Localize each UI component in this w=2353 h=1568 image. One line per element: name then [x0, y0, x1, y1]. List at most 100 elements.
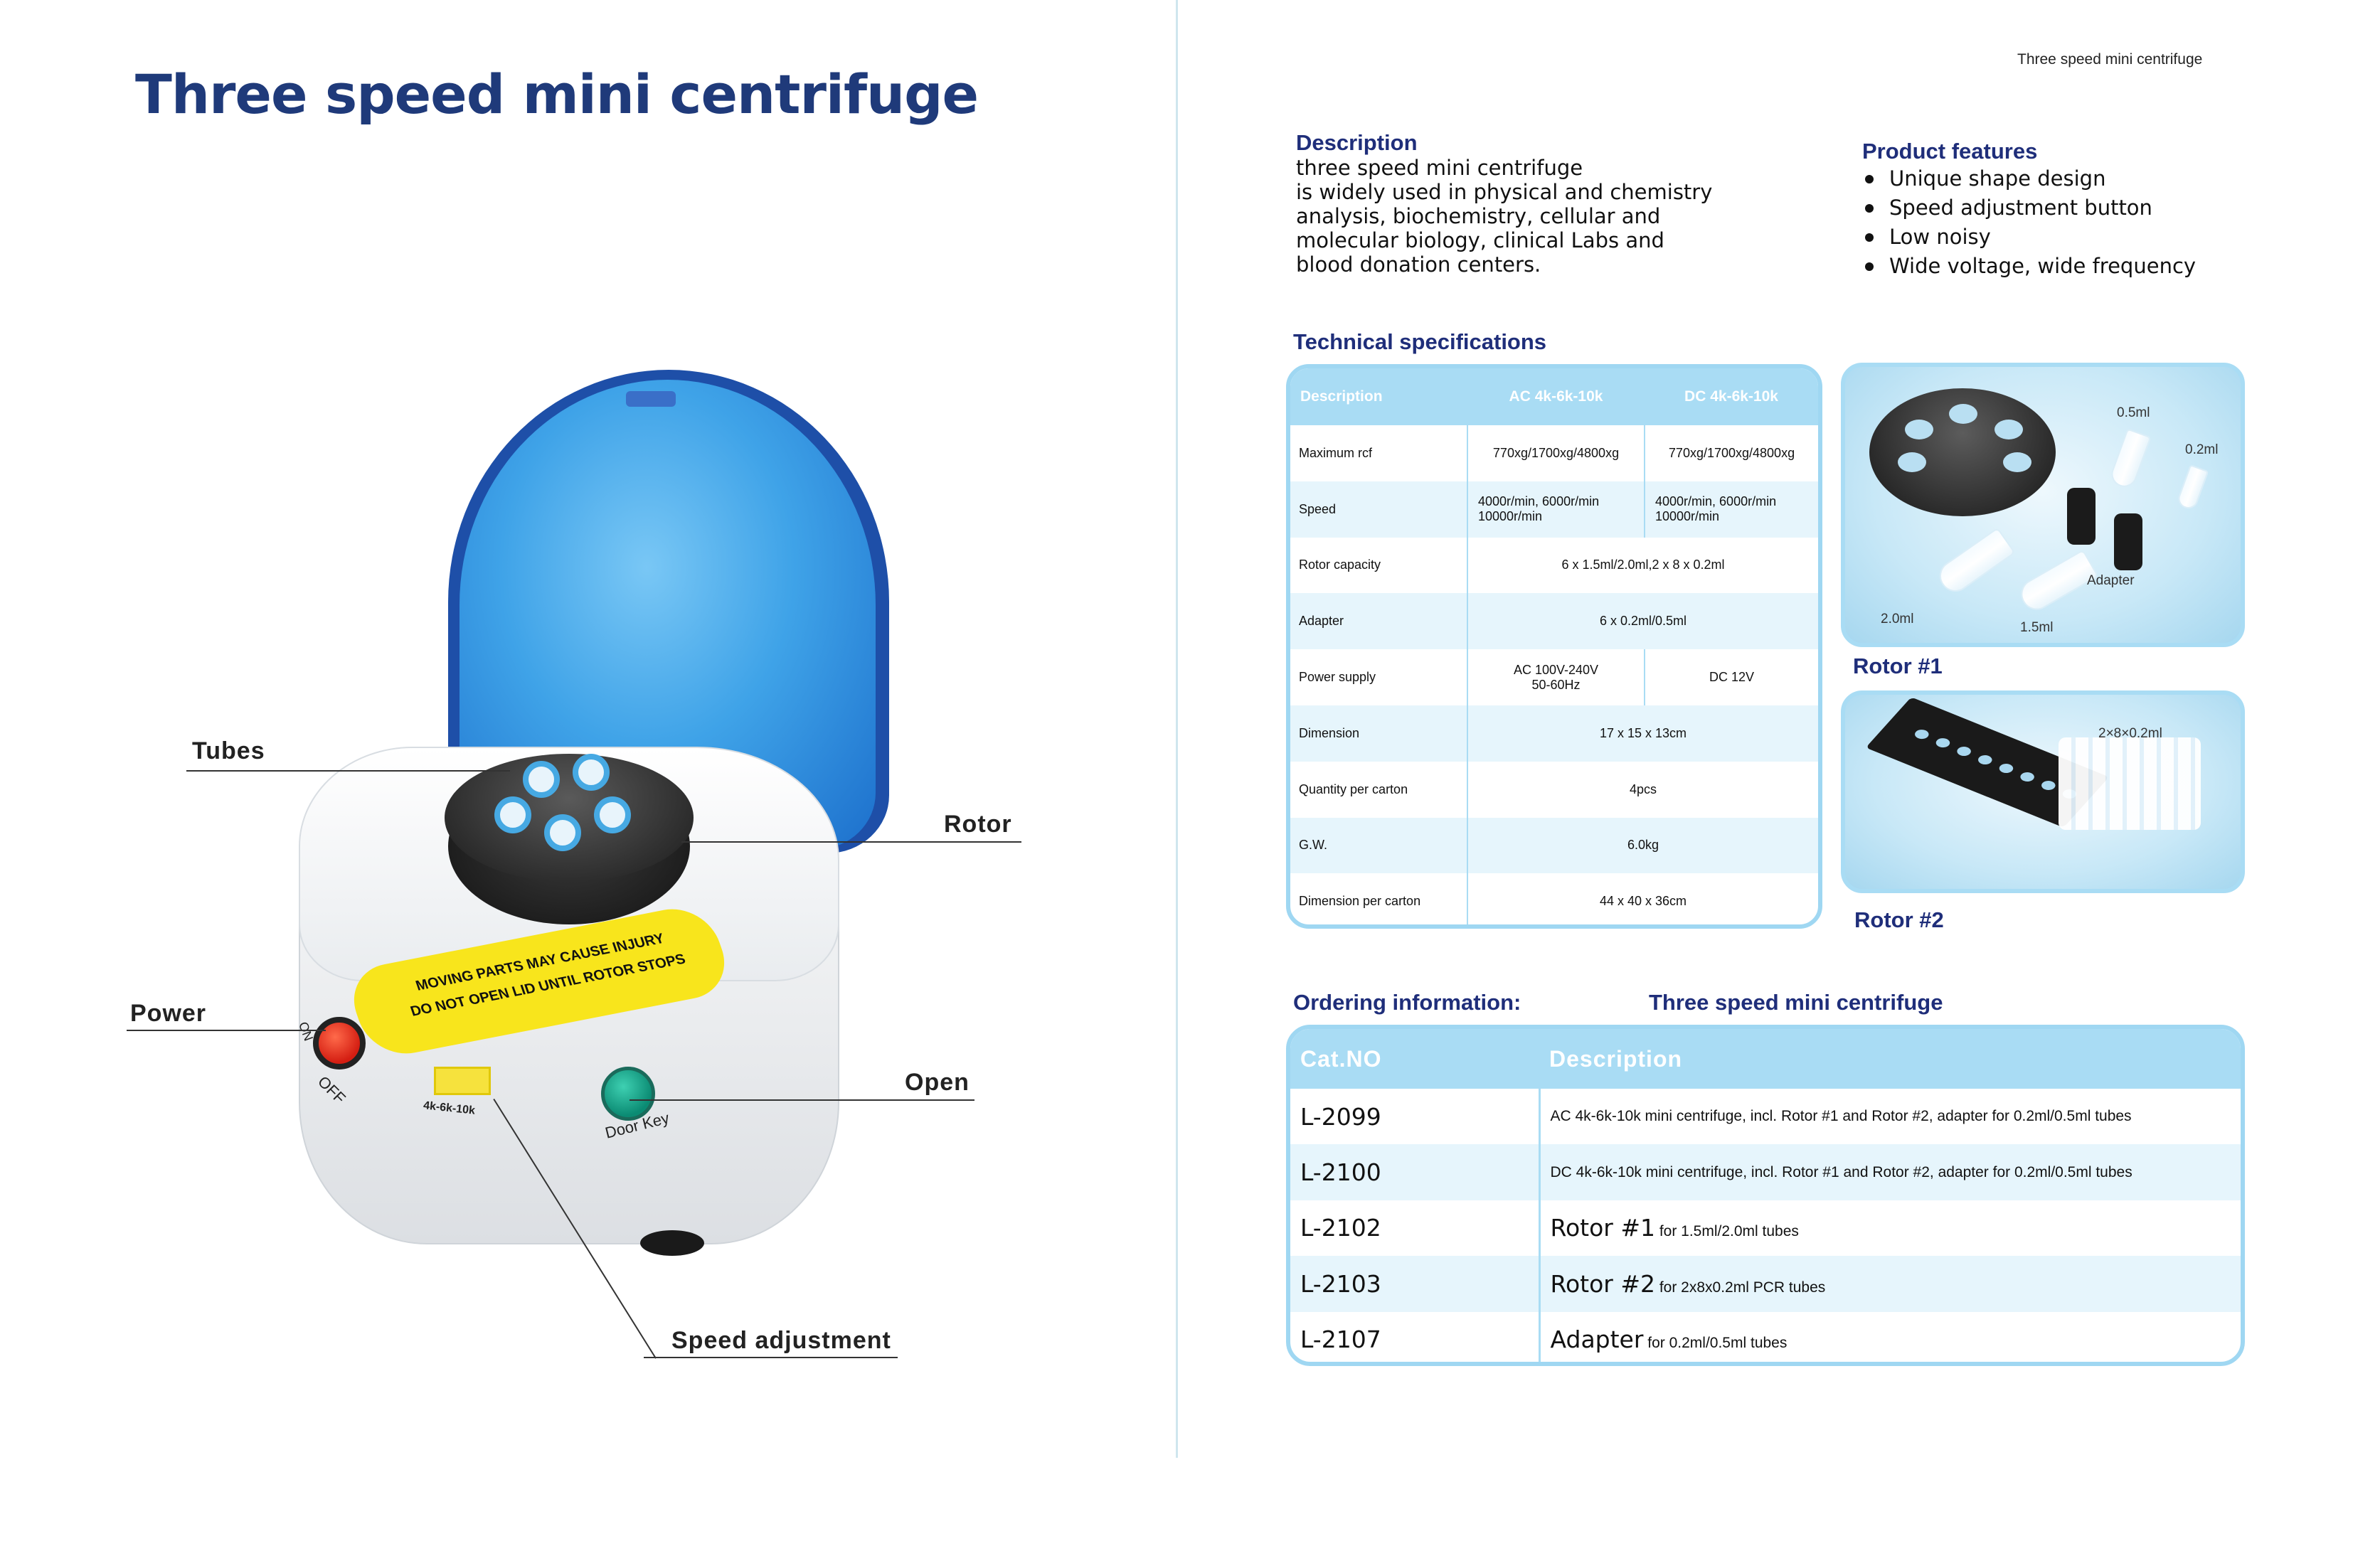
spec-value: 770xg/1700xg/4800xg — [1467, 425, 1645, 481]
tube — [494, 796, 531, 833]
tube-0-5ml — [2108, 428, 2152, 491]
centrifuge-illustration: MOVING PARTS MAY CAUSE INJURY DO NOT OPE… — [270, 370, 889, 1273]
description-line: molecular biology, clinical Labs and — [1296, 228, 1664, 252]
description-line: three speed mini centrifuge — [1296, 156, 1583, 180]
label-2ml: 2.0ml — [1881, 612, 1914, 626]
order-cat-no: L-2100 — [1290, 1144, 1541, 1200]
rotor1-disc — [1869, 388, 2056, 516]
spec-value: 4pcs — [1629, 782, 1657, 796]
rack-hole — [1997, 762, 2016, 775]
order-row: L-2103 Rotor #2 for 2x8x0.2ml PCR tubes — [1290, 1256, 2241, 1312]
spec-value-line: 4000r/min, 6000r/min — [1655, 494, 1777, 509]
spec-value-line: AC 100V-240V — [1513, 662, 1599, 677]
device-foot — [640, 1230, 704, 1256]
spec-value: 4000r/min, 6000r/min 10000r/min — [1645, 481, 1818, 538]
spec-label: Maximum rcf — [1290, 425, 1468, 481]
order-description: DC 4k-6k-10k mini centrifuge, incl. Roto… — [1539, 1144, 2241, 1200]
tube — [573, 754, 610, 791]
callout-rotor: Rotor — [944, 811, 1012, 838]
spec-value-line: 50-60Hz — [1531, 677, 1581, 692]
tube-2ml — [1933, 527, 2016, 598]
spec-col-header: DC 4k-6k-10k — [1645, 368, 1818, 425]
rack-hole — [2039, 779, 2059, 792]
order-item-name: Adapter — [1550, 1326, 1644, 1354]
callout-open: Open — [905, 1069, 970, 1096]
tube — [594, 796, 631, 833]
description-line: analysis, biochemistry, cellular and — [1296, 204, 1661, 228]
left-page: Three speed mini centrifuge MOVING PARTS… — [0, 0, 1177, 1458]
rotor-hole — [1898, 452, 1926, 472]
spec-row: G.W. 6.0kg — [1290, 817, 1818, 874]
description-line: is widely used in physical and chemistry — [1296, 180, 1713, 204]
order-col-header: Cat.NO — [1290, 1029, 1539, 1089]
spec-col-header: Description — [1290, 368, 1467, 425]
order-header-row: Cat.NO Description — [1290, 1029, 2241, 1089]
label-1-5ml: 1.5ml — [2020, 620, 2054, 635]
tech-specs-table: Description AC 4k-6k-10k DC 4k-6k-10k Ma… — [1286, 364, 1822, 929]
order-item-name: Rotor #2 — [1550, 1269, 1655, 1298]
spec-label: Dimension per carton — [1290, 873, 1468, 924]
callout-speed-adjustment: Speed adjustment — [671, 1327, 891, 1354]
features-heading: Product features — [1862, 139, 2038, 164]
ordering-subheading: Three speed mini centrifuge — [1649, 990, 1943, 1015]
order-item-detail: for 1.5ml/2.0ml tubes — [1659, 1223, 1799, 1240]
callout-line-tubes — [186, 770, 510, 772]
spec-label: Quantity per carton — [1290, 761, 1468, 818]
rack-hole — [1954, 745, 1974, 758]
order-description: Rotor #1 for 1.5ml/2.0ml tubes — [1539, 1200, 2241, 1256]
speed-button[interactable] — [434, 1067, 491, 1095]
spec-row: Speed 4000r/min, 6000r/min 10000r/min 40… — [1290, 481, 1818, 538]
rack-hole — [1912, 727, 1932, 741]
spec-label: Speed — [1290, 481, 1468, 538]
tube-0-2ml — [2175, 464, 2209, 511]
door-key-button[interactable] — [601, 1067, 655, 1121]
spec-label: G.W. — [1290, 817, 1468, 874]
order-item-detail: for 2x8x0.2ml PCR tubes — [1659, 1279, 1826, 1296]
tube — [523, 761, 560, 798]
running-head: Three speed mini centrifuge — [2017, 51, 2203, 68]
spec-row: Rotor capacity 6 x 1.5ml/2.0ml,2 x 8 x 0… — [1290, 537, 1818, 594]
label-2x8x0-2ml: 2×8×0.2ml — [2098, 726, 2162, 741]
label-adapter: Adapter — [2087, 573, 2135, 588]
rotor-hole — [1995, 420, 2023, 439]
spec-value: DC 12V — [1709, 670, 1755, 685]
callout-line-rotor — [681, 841, 1021, 843]
order-row: L-2102 Rotor #1 for 1.5ml/2.0ml tubes — [1290, 1200, 2241, 1257]
spec-value: AC 100V-240V 50-60Hz — [1467, 649, 1645, 705]
callout-line-open — [630, 1099, 974, 1101]
spec-value: 4000r/min, 6000r/min 10000r/min — [1467, 481, 1645, 538]
ordering-table: Cat.NO Description L-2099 AC 4k-6k-10k m… — [1286, 1025, 2245, 1366]
rotor-hole — [1905, 420, 1933, 439]
order-description: AC 4k-6k-10k mini centrifuge, incl. Roto… — [1550, 1108, 2132, 1125]
order-description: Adapter for 0.2ml/0.5ml tubes — [1539, 1312, 2241, 1362]
rack-hole — [1933, 736, 1953, 750]
rotor1-photo: 0.5ml 0.2ml Adapter 2.0ml 1.5ml — [1841, 363, 2245, 647]
tube — [544, 814, 581, 851]
features-list: Unique shape design Speed adjustment but… — [1862, 164, 2196, 281]
feature-item: Wide voltage, wide frequency — [1862, 252, 2196, 281]
adapter-part — [2067, 488, 2096, 545]
spec-value: 6 x 0.2ml/0.5ml — [1467, 593, 1818, 650]
feature-item: Unique shape design — [1862, 164, 2196, 193]
feature-item: Speed adjustment button — [1862, 193, 2196, 223]
spec-value-line: 10000r/min — [1478, 509, 1543, 524]
order-cat-no: L-2107 — [1290, 1311, 1541, 1362]
order-cat-no: L-2103 — [1290, 1256, 1541, 1312]
order-item-detail: for 0.2ml/0.5ml tubes — [1647, 1335, 1788, 1352]
rotor1-title: Rotor #1 — [1853, 654, 1943, 678]
lid-latch — [626, 391, 676, 407]
power-switch[interactable] — [313, 1017, 366, 1070]
description-heading: Description — [1296, 130, 1418, 155]
spec-label: Power supply — [1290, 649, 1468, 705]
rack-hole — [2017, 770, 2037, 784]
spec-label: Adapter — [1290, 593, 1468, 650]
description-line: blood donation centers. — [1296, 252, 1541, 277]
page-title: Three speed mini centrifuge — [135, 63, 979, 126]
order-cat-no: L-2102 — [1290, 1200, 1541, 1257]
rotor-hole — [1949, 404, 1977, 424]
ordering-heading: Ordering information: — [1293, 990, 1521, 1015]
rack-hole — [1975, 753, 1995, 767]
order-row: L-2100 DC 4k-6k-10k mini centrifuge, inc… — [1290, 1144, 2241, 1200]
tech-specs-heading: Technical specifications — [1293, 329, 1547, 354]
pcr-tube-strip — [2059, 737, 2201, 830]
